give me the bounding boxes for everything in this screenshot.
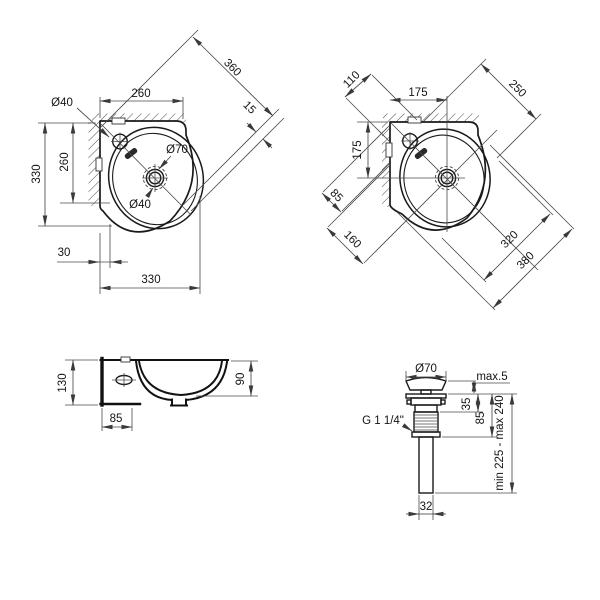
bowl-outer-right: [184, 360, 229, 402]
wall-hatch-left: [382, 122, 390, 207]
basin-outer-rim: [399, 128, 491, 228]
basin-outer-rim: [107, 126, 205, 230]
label-thread: G 1 1/4": [362, 415, 404, 427]
dim-330-left: 330: [31, 164, 43, 183]
view-drain-assembly: Ø70 max.5 35 85 min 225 - max 240 G 1 1/…: [362, 363, 517, 520]
extension-lines: [38, 29, 285, 294]
dim-320: 320: [499, 229, 521, 251]
body-tab-left: [406, 399, 412, 405]
dim-330-bottom: 330: [141, 274, 160, 286]
body-tab-right: [440, 399, 446, 405]
leader-thread: [401, 423, 413, 432]
dim-line-320: [483, 213, 551, 281]
dim-85: 85: [110, 413, 123, 425]
dim-130: 130: [57, 373, 69, 392]
dim-arrow-15-b: [262, 138, 273, 149]
dim-260-top: 260: [131, 88, 150, 100]
corner-centerline: [100, 123, 192, 216]
mounting-hole-left: [95, 157, 103, 172]
label-faucet-dia: Ø40: [51, 97, 73, 109]
leader-drain: [145, 187, 154, 199]
dim-90: 90: [235, 373, 247, 386]
dim-max5: max.5: [476, 371, 507, 383]
waste-cap: [405, 376, 447, 391]
dim-line-110: [344, 73, 372, 98]
basin-inner-rim: [112, 132, 198, 226]
mounting-hole-top: [111, 117, 126, 125]
tail-pipe: [418, 436, 434, 494]
wall-hatch-left: [88, 122, 100, 206]
dim-380: 380: [515, 250, 537, 272]
mounting-hole-left: [385, 142, 393, 158]
dim-260-left: 260: [59, 152, 71, 171]
sink-body-outline: [99, 120, 194, 233]
basin-inner-rim: [403, 134, 485, 224]
mounting-tab: [120, 356, 131, 363]
dim-line-380: [492, 228, 573, 309]
upper-body: [410, 397, 442, 406]
thread-lines: [414, 414, 438, 431]
dim-160: 160: [341, 229, 363, 251]
label-drain-dia: Ø40: [129, 199, 151, 211]
dim-175-left: 175: [352, 140, 364, 159]
dim-line-250: [480, 63, 537, 120]
dim-line-360: [192, 36, 274, 117]
dim-15: 15: [240, 99, 258, 117]
wall-hatch-top: [383, 113, 479, 122]
label-drain-outer-dia: Ø70: [166, 144, 188, 156]
neck: [414, 404, 438, 413]
dim-line-160: [326, 227, 364, 265]
leader-drain-outer: [158, 155, 172, 170]
dim-32: 32: [420, 501, 433, 513]
view-plan-corner: 175 110 250 175 85 160 320 380: [321, 58, 575, 311]
locking-ring: [411, 431, 441, 438]
dim-175-top: 175: [408, 87, 427, 99]
dim-35: 35: [461, 398, 473, 411]
dim-250: 250: [506, 78, 528, 100]
view-side-section: 130 90 85: [57, 356, 258, 431]
dim-line-85: [321, 192, 342, 213]
dim-arrow-15-a: [246, 122, 257, 133]
extension-lines: [65, 359, 258, 431]
leader-faucet-dia: [76, 107, 110, 138]
dim-85: 85: [327, 187, 345, 205]
wall-hatch-top: [92, 113, 186, 122]
dim-cap-dia: Ø70: [415, 363, 437, 375]
bowl-inner-profile: [137, 359, 224, 397]
dim-360: 360: [221, 57, 243, 79]
dim-30: 30: [58, 247, 71, 259]
view-plan-left: 260 360 15 330 260 30 330 Ø40 Ø70 Ø40: [31, 29, 285, 294]
dim-85: 85: [475, 412, 487, 425]
bowl-outer-left: [134, 359, 174, 402]
dim-install-height: min 225 - max 240: [494, 395, 506, 490]
dim-110: 110: [341, 69, 362, 90]
extension-lines: [322, 58, 575, 311]
overflow-slot: [124, 147, 138, 160]
